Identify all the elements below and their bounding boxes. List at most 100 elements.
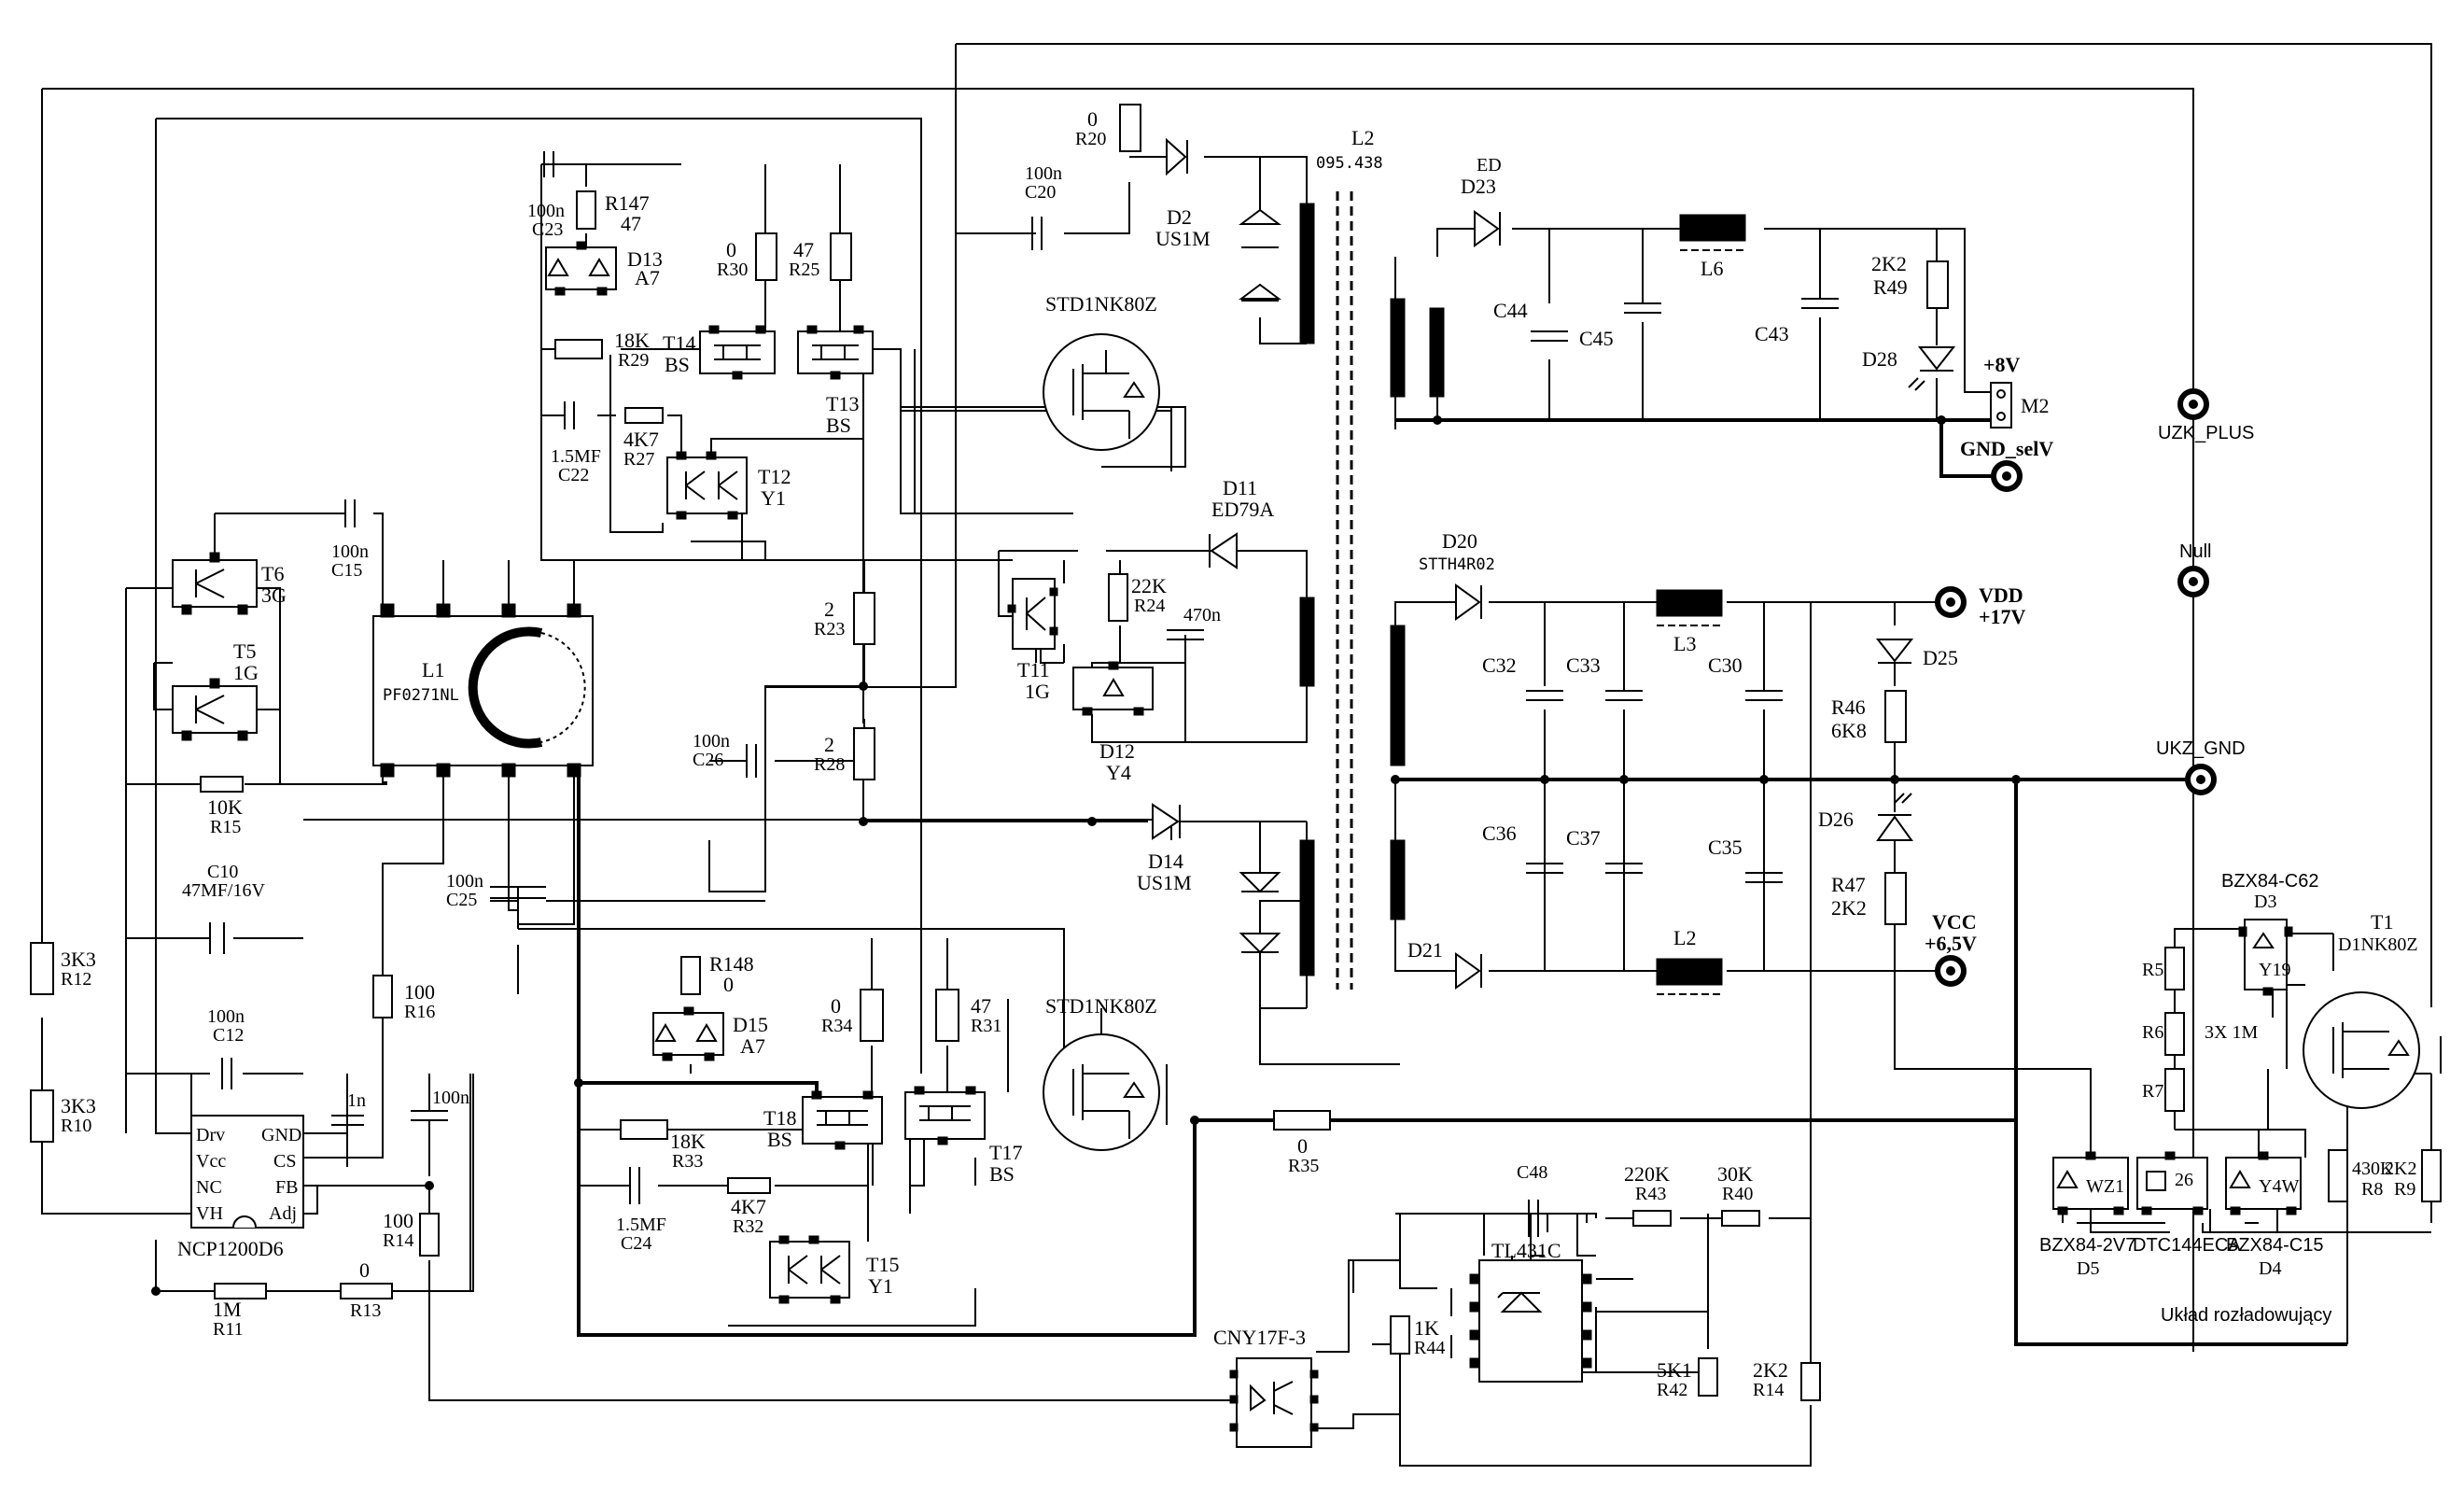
- junction-dots: [151, 415, 2021, 1296]
- d13-code: A7: [635, 266, 660, 289]
- r9-value: 2K2: [2385, 1159, 2416, 1179]
- capacitor-c33: [1605, 690, 1643, 701]
- t17-code: BS: [989, 1162, 1015, 1186]
- ic-ncp1200: Drv Vcc NC VH GND CS FB Adj NCP1200D6: [177, 1115, 304, 1260]
- resistor-r11: [214, 1283, 267, 1299]
- d12-name: D12: [1099, 739, 1135, 763]
- l2-name: L2: [1673, 926, 1696, 949]
- ncp-pin-fb: FB: [275, 1177, 298, 1198]
- terminal-uzk-plus: UZK_PLUS: [2158, 388, 2254, 443]
- resistor-r13: [340, 1283, 393, 1299]
- c36-name: C36: [1482, 822, 1517, 845]
- c470-value: 470n: [1183, 605, 1221, 625]
- diode-d11: D11 ED79A: [1209, 476, 1274, 569]
- resistor-r16: [372, 975, 393, 1018]
- t1-part: D1NK80Z: [2338, 934, 2418, 955]
- t6-code: 3G: [261, 583, 287, 607]
- r25-name: R25: [789, 260, 819, 280]
- diode-d13: D13 A7: [545, 241, 663, 296]
- resistor-r40: [1721, 1210, 1760, 1227]
- terminals: UZK_PLUS Null UKZ_GND VDD +17V VCC +6,5V: [1925, 353, 2254, 987]
- r20-name: R20: [1075, 129, 1106, 149]
- t18-code: BS: [767, 1128, 792, 1151]
- r43-name: R43: [1635, 1184, 1666, 1204]
- r10-value: 3K3: [61, 1094, 96, 1117]
- resistor-r34: [860, 989, 884, 1042]
- t12-code: Y1: [761, 486, 786, 510]
- r148-value: 0: [723, 973, 734, 996]
- resistors: 0 R20 R147 47 0 R30 47 R25 18K R29 4K7 R…: [30, 104, 2442, 1401]
- d14-name: D14: [1148, 850, 1183, 873]
- r6-value: 3X 1M: [2205, 1022, 2258, 1043]
- r23-name: R23: [814, 619, 845, 639]
- transistor-t14: T14 BS: [663, 325, 776, 380]
- d20-code: STTH4R02: [1419, 555, 1495, 574]
- ncp-pin-vcc: Vcc: [196, 1151, 226, 1172]
- ncp-pin-vh: VH: [196, 1203, 223, 1224]
- r32-value: 4K7: [731, 1195, 766, 1218]
- c48-name: C48: [1517, 1162, 1547, 1183]
- r148-name: R148: [709, 952, 754, 976]
- d23-name: D23: [1461, 175, 1496, 198]
- r11-value: 1M: [213, 1298, 242, 1321]
- t12-name: T12: [758, 465, 791, 488]
- ncp-pin-cs: CS: [273, 1151, 296, 1172]
- d5-part: BZX84-2V7: [2039, 1235, 2135, 1256]
- t11-code: 1G: [1025, 680, 1050, 703]
- r15-name: R15: [210, 817, 241, 837]
- t11-name: T11: [1017, 658, 1050, 681]
- r33-name: R33: [672, 1151, 703, 1172]
- r147-name: R147: [605, 191, 650, 215]
- r46-value: 6K8: [1831, 719, 1867, 742]
- diode-d3: Y19 BZX84-C62 D3: [2221, 871, 2319, 996]
- resistor-r147: [576, 190, 596, 230]
- vdd-label: VDD: [1979, 583, 2023, 607]
- d3-name: D3: [2254, 892, 2276, 912]
- d13-name: D13: [627, 247, 663, 271]
- resistor-r25: [830, 232, 852, 281]
- ncp-pin-adj: Adj: [269, 1203, 297, 1224]
- capacitor-c26: [746, 744, 757, 778]
- r34-name: R34: [821, 1016, 852, 1036]
- r42-name: R42: [1657, 1380, 1687, 1400]
- resistor-r15: [200, 776, 244, 793]
- d21-name: D21: [1407, 938, 1443, 962]
- diode-d23: ED D23: [1461, 155, 1502, 247]
- c20-value: 100n: [1025, 163, 1062, 184]
- transistor-t12: T12 Y1: [666, 451, 791, 520]
- r12-name: R12: [61, 969, 91, 990]
- r27-name: R27: [623, 449, 654, 470]
- c25-value: 100n: [446, 871, 483, 892]
- capacitor-100n-ic: [411, 1110, 448, 1121]
- terminal-vcc: VCC +6,5V: [1925, 910, 1977, 987]
- capacitor-c10: [209, 922, 225, 954]
- inductor-l2: [1656, 958, 1723, 986]
- l6-name: L6: [1701, 257, 1723, 280]
- c45-name: C45: [1579, 327, 1614, 350]
- c24-name: C24: [621, 1233, 651, 1254]
- c22-name: C22: [558, 465, 589, 485]
- d15-code: A7: [740, 1034, 765, 1058]
- d26-name: D26: [1818, 808, 1854, 831]
- resistor-r10: [30, 1089, 54, 1143]
- diode-d20: D20 STTH4R02: [1419, 529, 1495, 621]
- r42-value: 5K1: [1657, 1358, 1692, 1382]
- r13-value: 0: [359, 1258, 370, 1282]
- inductor-l3: [1656, 589, 1723, 617]
- c15-value: 100n: [331, 541, 369, 562]
- r30-name: R30: [717, 260, 748, 280]
- ukz-gnd-label: UKZ_GND: [2156, 738, 2246, 759]
- capacitor-c37: [1605, 863, 1643, 874]
- mosfet-bottom-name: STD1NK80Z: [1045, 994, 1157, 1018]
- r13-name: R13: [350, 1300, 381, 1321]
- t17-name: T17: [989, 1141, 1022, 1164]
- capacitor-c44: [1531, 330, 1568, 342]
- r23-value: 2: [824, 597, 834, 621]
- r5-name: R5: [2142, 960, 2163, 980]
- r11-name: R11: [213, 1319, 244, 1340]
- d25-name: D25: [1923, 646, 1958, 669]
- c25-name: C25: [446, 890, 477, 910]
- resistor-r9: [2421, 1149, 2442, 1202]
- capacitor-c22: [564, 401, 575, 429]
- mosfet-top-name: STD1NK80Z: [1045, 292, 1157, 316]
